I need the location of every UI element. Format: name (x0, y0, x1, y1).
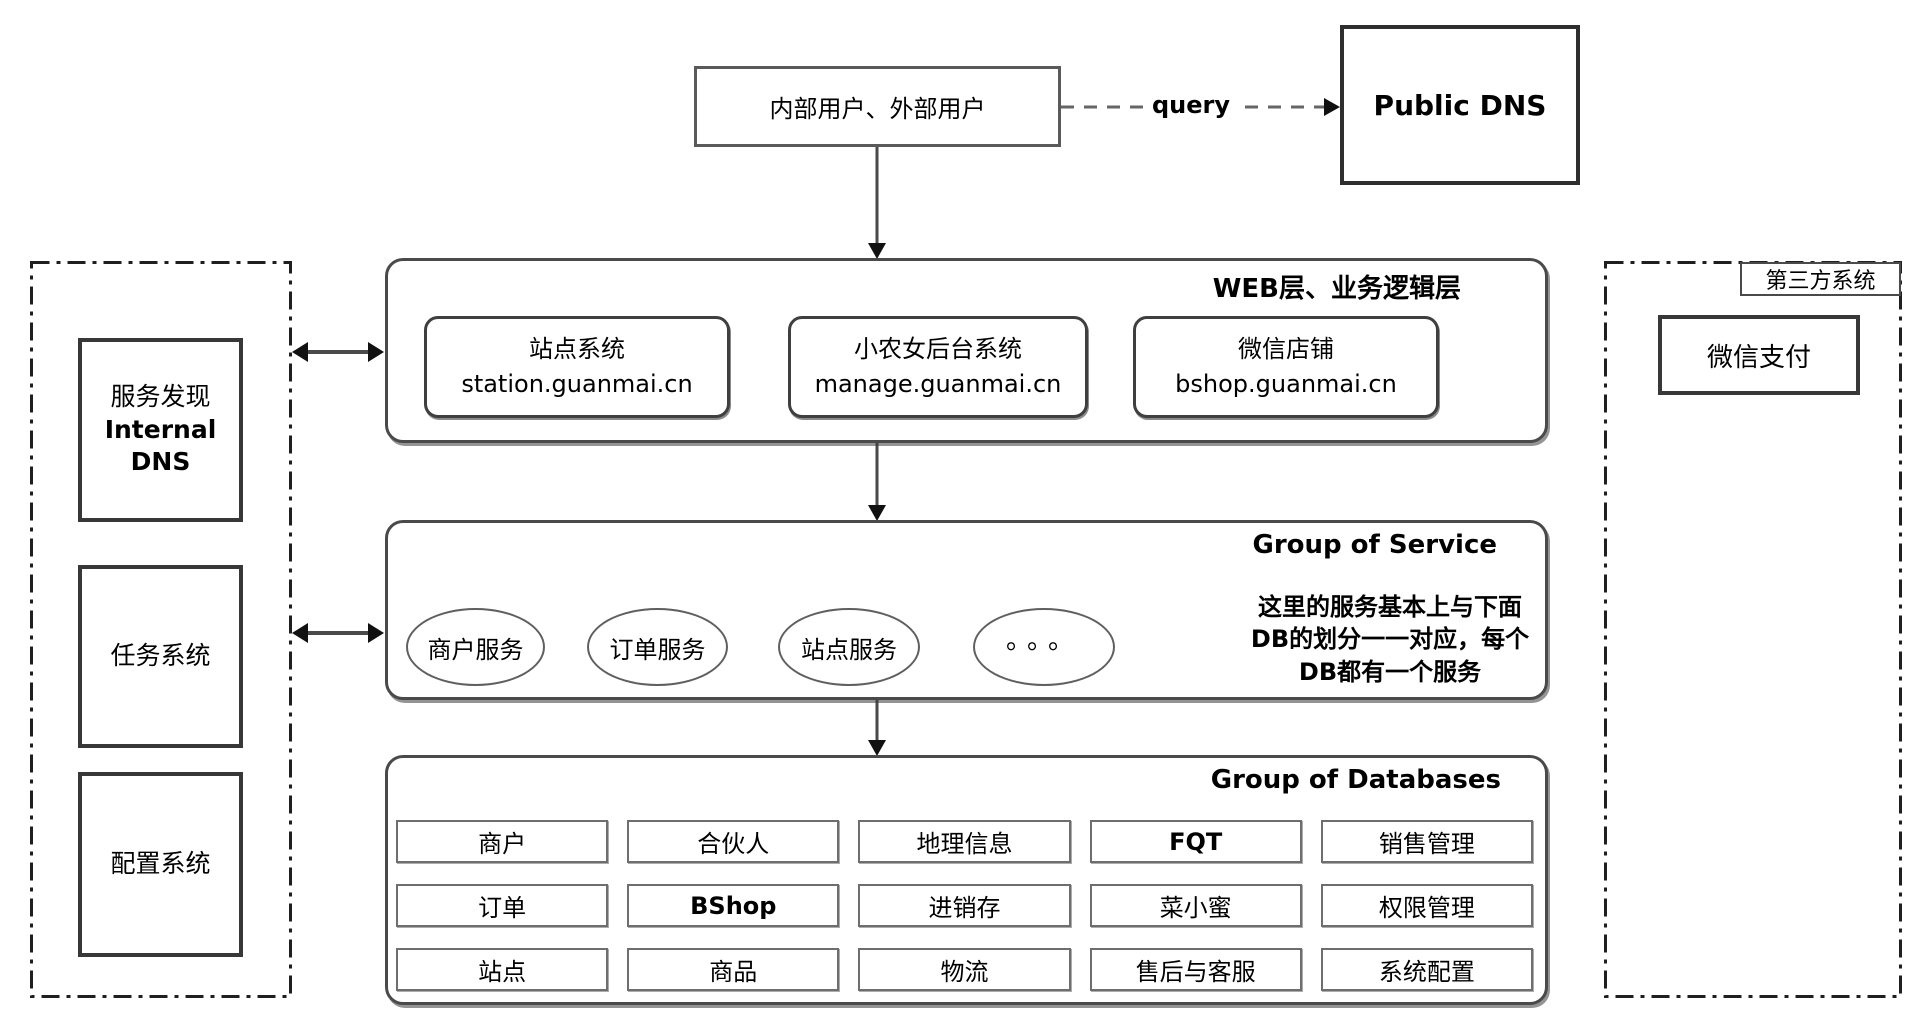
service-layer-container: Group of Service (385, 520, 1548, 700)
db-cell-permission: 权限管理 (1320, 884, 1533, 927)
service-layer-title: Group of Service (1252, 530, 1497, 560)
config-system-box: 配置系统 (78, 772, 243, 957)
more-services-dots: 。。。 (1005, 624, 1082, 655)
task-system-label: 任务系统 (110, 641, 211, 671)
manage-system-name: 小农女后台系统 (854, 335, 1022, 364)
users-box: 内部用户、外部用户 (694, 66, 1061, 147)
arrowhead-service-to-db (868, 740, 886, 756)
db-cell-merchant: 商户 (396, 820, 609, 863)
users-box-label: 内部用户、外部用户 (769, 95, 986, 123)
web-layer-title: WEB层、业务逻辑层 (1212, 274, 1461, 304)
more-services-ellipse: 。。。 (973, 608, 1115, 686)
station-service-ellipse: 站点服务 (778, 608, 920, 686)
db-cell-inventory: 进销存 (858, 884, 1071, 927)
order-service-label: 订单服务 (609, 635, 706, 664)
db-cell-sys-config: 系统配置 (1320, 948, 1533, 991)
station-system-domain: station.guanmai.cn (461, 370, 693, 398)
service-discovery-label-en: Internal DNS (104, 414, 217, 477)
station-system-name: 站点系统 (529, 335, 625, 364)
wechat-pay-box: 微信支付 (1658, 315, 1860, 395)
bshop-system-name: 微信店铺 (1238, 335, 1334, 364)
public-dns-label: Public DNS (1373, 88, 1547, 122)
manage-system-domain: manage.guanmai.cn (814, 370, 1062, 398)
db-cell-product: 商品 (627, 948, 840, 991)
public-dns-box: Public DNS (1340, 25, 1580, 185)
service-discovery-box: 服务发现 Internal DNS (78, 338, 243, 522)
service-layer-note: 这里的服务基本上与下面 DB的划分一一对应，每个 DB都有一个服务 (1228, 591, 1552, 688)
third-party-panel-title: 第三方系统 (1765, 269, 1876, 294)
db-cell-logistics: 物流 (858, 948, 1071, 991)
db-cell-bshop: BShop (627, 884, 840, 927)
arrowhead-users-to-web (868, 243, 886, 259)
arrowhead-internal-to-web-right (368, 342, 384, 362)
wechat-pay-label: 微信支付 (1706, 342, 1811, 373)
arrowhead-internal-to-service-right (368, 623, 384, 643)
db-cell-sales-mgmt: 销售管理 (1320, 820, 1533, 863)
db-cell-geo-info: 地理信息 (858, 820, 1071, 863)
arrowhead-query (1324, 98, 1340, 116)
service-note-line-1: 这里的服务基本上与下面 (1258, 593, 1522, 621)
db-cell-aftersales: 售后与客服 (1089, 948, 1302, 991)
station-system-box: 站点系统 station.guanmai.cn (424, 316, 730, 418)
database-grid: 商户 合伙人 地理信息 FQT 销售管理 订单 BShop 进销存 菜小蜜 权限… (396, 820, 1533, 991)
db-cell-station: 站点 (396, 948, 609, 991)
db-cell-partner: 合伙人 (627, 820, 840, 863)
arrowhead-internal-to-web-left (292, 342, 308, 362)
task-system-box: 任务系统 (78, 565, 243, 748)
order-service-ellipse: 订单服务 (587, 608, 728, 686)
arrowhead-web-to-service (868, 505, 886, 521)
service-discovery-label-cn: 服务发现 (110, 382, 211, 412)
db-cell-order: 订单 (396, 884, 609, 927)
service-note-line-3: DB都有一个服务 (1298, 657, 1482, 686)
service-note-line-2: DB的划分一一对应，每个 (1250, 625, 1530, 654)
bshop-system-box: 微信店铺 bshop.guanmai.cn (1133, 316, 1439, 418)
bshop-system-domain: bshop.guanmai.cn (1175, 370, 1397, 398)
manage-system-box: 小农女后台系统 manage.guanmai.cn (788, 316, 1088, 418)
station-service-label: 站点服务 (801, 635, 897, 664)
db-cell-fqt: FQT (1089, 820, 1302, 863)
database-layer-title: Group of Databases (1210, 765, 1501, 795)
arrowhead-internal-to-service-left (292, 623, 308, 643)
db-cell-caixiaomi: 菜小蜜 (1089, 884, 1302, 927)
merchant-service-label: 商户服务 (427, 635, 524, 664)
query-label: query (1146, 91, 1237, 119)
third-party-panel-label: 第三方系统 (1740, 262, 1901, 296)
config-system-label: 配置系统 (110, 849, 211, 879)
merchant-service-ellipse: 商户服务 (406, 608, 545, 686)
